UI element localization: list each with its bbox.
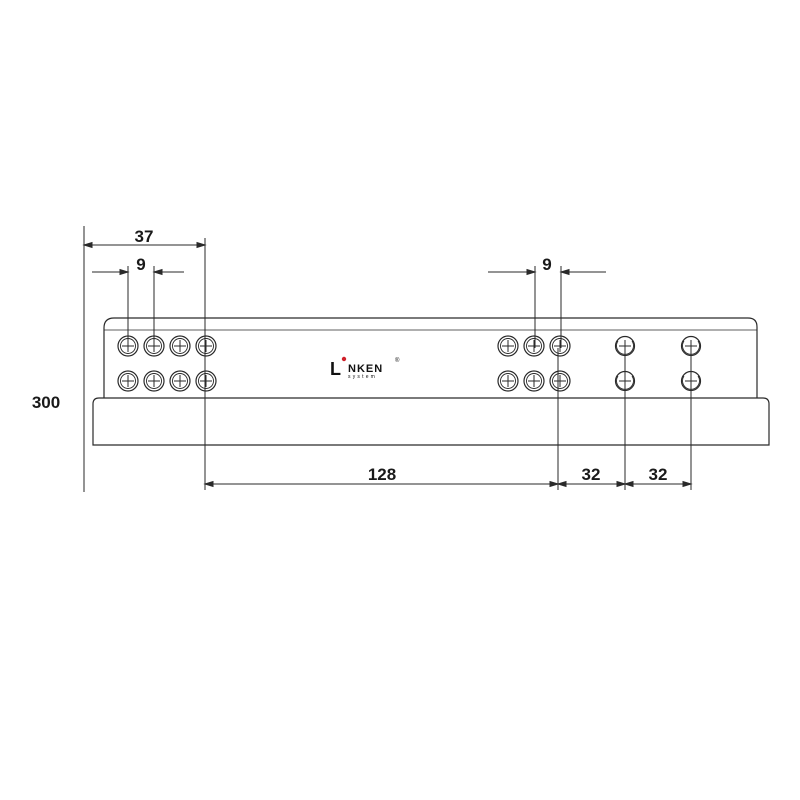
hole-inner-ring: [500, 373, 516, 389]
hole-inner-ring: [500, 338, 516, 354]
mounting-hole: [523, 335, 545, 357]
arrow-9-left-b: [152, 268, 163, 276]
mounting-hole: [195, 370, 217, 392]
hole-inner-ring: [198, 373, 214, 389]
extension-lines: [83, 226, 692, 492]
logo-subtitle: system: [348, 374, 377, 380]
mounting-hole: [549, 370, 571, 392]
arrow-128-right: [549, 480, 560, 488]
dim-label-32-b: 32: [649, 465, 668, 484]
logo-word: NKEN: [348, 363, 383, 375]
dim-label-37: 37: [135, 227, 154, 246]
arrow-32a-right: [616, 480, 627, 488]
hole-inner-ring: [172, 373, 188, 389]
mounting-hole: [549, 335, 571, 357]
dimension-lines: [82, 241, 693, 488]
arrow-9-right-a: [526, 268, 537, 276]
hole-inner-ring: [146, 373, 162, 389]
mounting-hole: [117, 370, 139, 392]
hole-inner-ring: [198, 338, 214, 354]
mounting-hole: [169, 335, 191, 357]
dim-label-128: 128: [368, 465, 396, 484]
logo-initial: L: [330, 359, 341, 379]
logo-accent-dot: [341, 356, 347, 362]
dim-label-300: 300: [32, 393, 60, 412]
arrow-37-left: [82, 241, 93, 249]
hole-inner-ring: [120, 373, 136, 389]
arrow-37-right: [196, 241, 207, 249]
mounting-hole: [143, 370, 165, 392]
linken-logo: L NKEN ® system: [330, 356, 400, 380]
mounting-hole: [523, 370, 545, 392]
hole-inner-ring: [552, 373, 568, 389]
mounting-hole: [169, 370, 191, 392]
dim-label-9-left: 9: [136, 255, 145, 274]
mounting-hole: [497, 335, 519, 357]
hole-inner-ring: [526, 373, 542, 389]
arrow-32b-right: [682, 480, 693, 488]
hole-inner-ring: [552, 338, 568, 354]
mounting-hole: [497, 370, 519, 392]
arrow-9-left-a: [119, 268, 130, 276]
hole-inner-ring: [526, 338, 542, 354]
mounting-holes: [117, 335, 702, 392]
arrow-32b-left: [623, 480, 634, 488]
arrow-128-left: [203, 480, 214, 488]
rail-upper-profile: [103, 317, 758, 400]
mounting-hole: [195, 335, 217, 357]
rail-lower-profile: [92, 397, 770, 446]
dim-label-32-a: 32: [582, 465, 601, 484]
hole-inner-ring: [172, 338, 188, 354]
logo-registered-mark: ®: [395, 357, 400, 364]
arrow-32a-left: [556, 480, 567, 488]
dim-label-9-right: 9: [542, 255, 551, 274]
arrow-9-right-b: [559, 268, 570, 276]
mounting-hole: [680, 335, 702, 357]
